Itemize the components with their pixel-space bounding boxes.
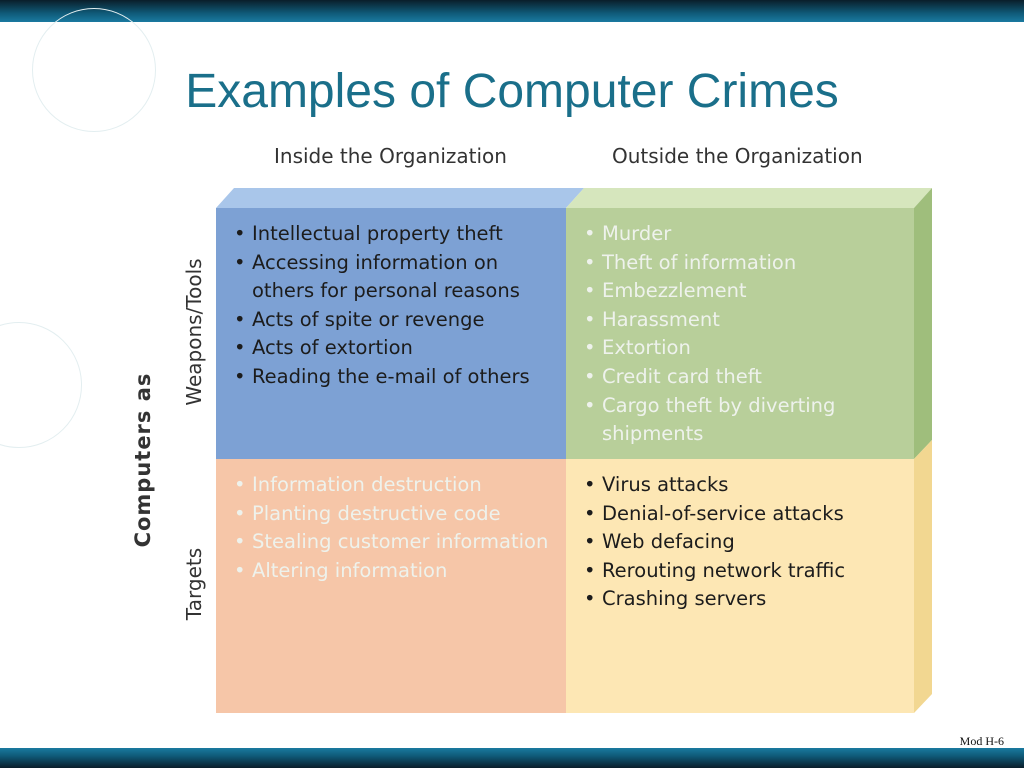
list-item: Planting destructive code <box>234 500 552 529</box>
list-item: Cargo theft by diverting shipments <box>584 392 900 449</box>
top-face-inside <box>216 188 584 208</box>
list-item: Acts of spite or revenge <box>234 306 552 335</box>
slide-reference: Mod H-6 <box>959 734 1004 748</box>
list-item: Reading the e-mail of others <box>234 363 552 392</box>
list-item: Denial-of-service attacks <box>584 500 900 529</box>
bottom-banner <box>0 748 1024 768</box>
cell-targets-inside: Information destruction Planting destruc… <box>216 459 566 713</box>
list-item: Murder <box>584 220 900 249</box>
list-item: Theft of information <box>584 249 900 278</box>
side-face-top <box>914 188 932 459</box>
list-item: Virus attacks <box>584 471 900 500</box>
list-item: Crashing servers <box>584 585 900 614</box>
list-item: Rerouting network traffic <box>584 557 900 586</box>
cell-weapons-outside: Murder Theft of information Embezzlement… <box>566 208 914 459</box>
side-face-bottom <box>914 440 932 713</box>
list-item: Web defacing <box>584 528 900 557</box>
list-item: Acts of extortion <box>234 334 552 363</box>
cell-targets-outside: Virus attacks Denial-of-service attacks … <box>566 459 914 713</box>
top-face-outside <box>566 188 932 208</box>
column-header-inside: Inside the Organization <box>274 144 507 168</box>
top-banner <box>0 0 1024 22</box>
list-item: Extortion <box>584 334 900 363</box>
list-item: Accessing information on others for pers… <box>234 249 552 306</box>
column-header-outside: Outside the Organization <box>612 144 863 168</box>
list-item: Credit card theft <box>584 363 900 392</box>
cell-weapons-inside: Intellectual property theft Accessing in… <box>216 208 566 459</box>
decorative-circle-top <box>32 8 156 132</box>
slide-title: Examples of Computer Crimes <box>185 65 839 118</box>
list-item: Information destruction <box>234 471 552 500</box>
list-item: Intellectual property theft <box>234 220 552 249</box>
list-item: Harassment <box>584 306 900 335</box>
list-item: Stealing customer information <box>234 528 552 557</box>
list-item: Altering information <box>234 557 552 586</box>
list-item: Embezzlement <box>584 277 900 306</box>
